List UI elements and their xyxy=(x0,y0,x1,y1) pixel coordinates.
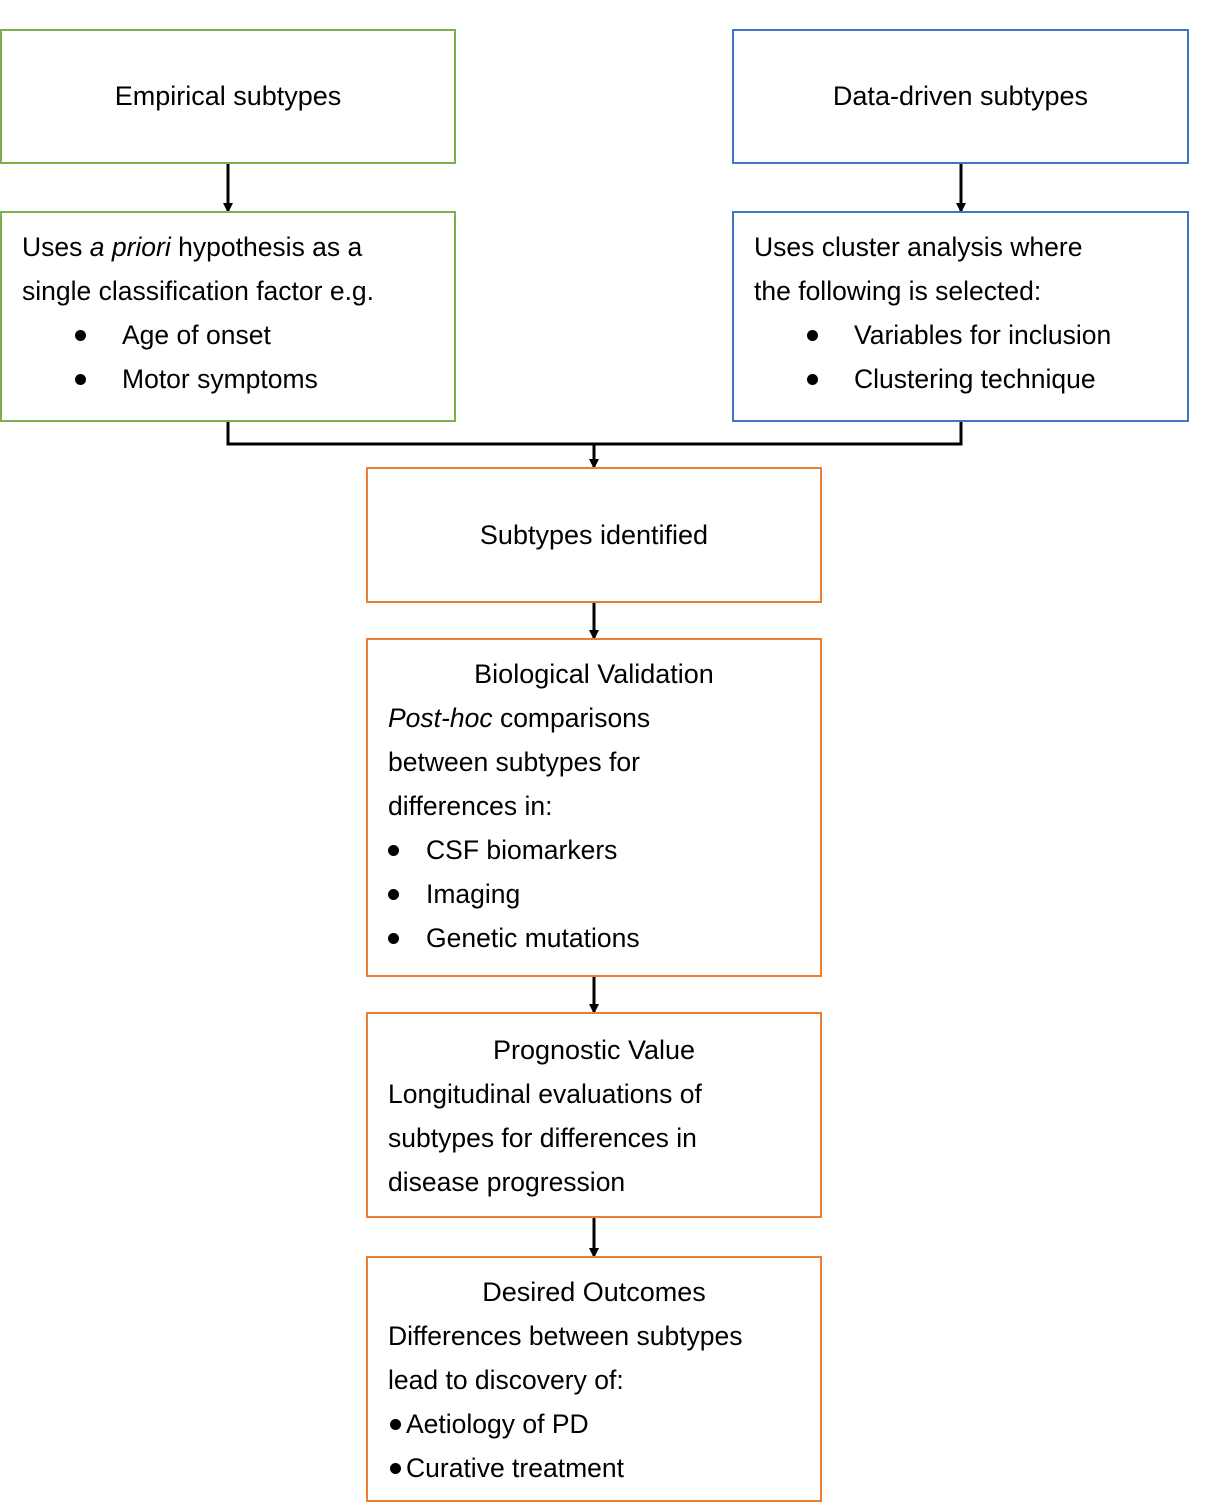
bullet-item: Aetiology of PD xyxy=(388,1402,800,1446)
bullet-item: Clustering technique xyxy=(754,357,1167,401)
bullet-dot-icon xyxy=(75,329,86,341)
validation-line-1: Post-hoc comparisons xyxy=(388,703,651,733)
biological-validation-title: Biological Validation xyxy=(474,659,714,689)
empirical-subtypes-box: Empirical subtypes xyxy=(0,29,456,164)
merge-connector-right xyxy=(594,421,963,446)
bullet-dot-icon xyxy=(390,1462,401,1474)
data-driven-description-box: Uses cluster analysis where the followin… xyxy=(732,211,1189,422)
bullet-item: Imaging xyxy=(388,872,800,916)
desired-outcomes-box: Desired Outcomes Differences between sub… xyxy=(366,1256,822,1502)
empirical-desc-line-1: Uses a priori hypothesis as a xyxy=(22,232,363,262)
bullet-dot-icon xyxy=(388,932,399,944)
outcomes-line: Differences between subtypes xyxy=(388,1321,743,1351)
outcomes-line: lead to discovery of: xyxy=(388,1365,624,1395)
biological-validation-box: Biological Validation Post-hoc compariso… xyxy=(366,638,822,977)
validation-line-2: between subtypes for xyxy=(388,747,640,777)
desired-outcomes-title: Desired Outcomes xyxy=(482,1277,706,1307)
bullet-dot-icon xyxy=(390,1418,401,1430)
data-driven-subtypes-box: Data-driven subtypes xyxy=(732,29,1189,164)
bullet-item: Variables for inclusion xyxy=(754,313,1167,357)
prognostic-line: Longitudinal evaluations of xyxy=(388,1079,702,1109)
bullet-dot-icon xyxy=(388,888,399,900)
data-driven-subtypes-label: Data-driven subtypes xyxy=(832,81,1089,111)
bullet-item: CSF biomarkers xyxy=(388,828,800,872)
bullet-dot-icon xyxy=(75,373,86,385)
data-driven-desc-line-1: Uses cluster analysis where xyxy=(754,232,1083,262)
empirical-subtypes-label: Empirical subtypes xyxy=(114,81,342,111)
bullet-item: Curative treatment xyxy=(388,1446,800,1490)
bullet-dot-icon xyxy=(388,844,399,856)
prognostic-value-title: Prognostic Value xyxy=(492,1035,696,1065)
bullet-item: Age of onset xyxy=(22,313,434,357)
subtypes-identified-box: Subtypes identified xyxy=(366,467,822,603)
prognostic-value-box: Prognostic Value Longitudinal evaluation… xyxy=(366,1012,822,1218)
bullet-dot-icon xyxy=(807,373,818,385)
prognostic-line: disease progression xyxy=(388,1167,626,1197)
bullet-item: Genetic mutations xyxy=(388,916,800,960)
bullet-item: Motor symptoms xyxy=(22,357,434,401)
empirical-description-box: Uses a priori hypothesis as a single cla… xyxy=(0,211,456,422)
subtypes-identified-label: Subtypes identified xyxy=(479,519,709,550)
prognostic-line: subtypes for differences in xyxy=(388,1123,697,1153)
data-driven-desc-line-2: the following is selected: xyxy=(754,276,1042,306)
empirical-desc-line-2: single classification factor e.g. xyxy=(22,276,375,306)
bullet-dot-icon xyxy=(807,329,818,341)
merge-connector-left xyxy=(226,421,594,446)
validation-line-3: differences in: xyxy=(388,791,553,821)
